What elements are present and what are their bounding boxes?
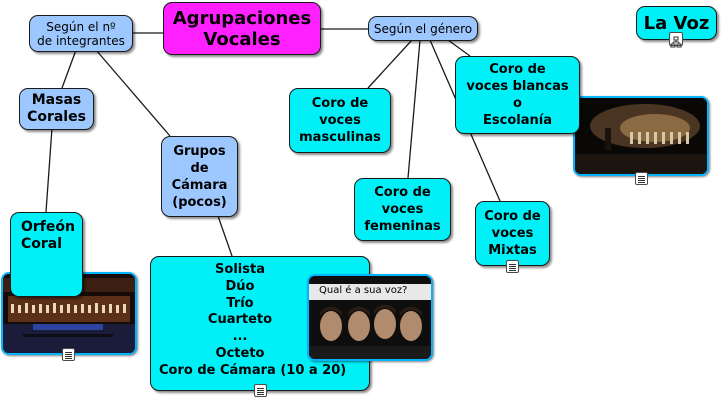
- size-octeto: Octeto: [215, 345, 265, 361]
- femeninas-node[interactable]: Coro de voces femeninas: [354, 178, 451, 241]
- concept-map-icon[interactable]: [669, 32, 683, 48]
- blancas-line1: Coro de: [489, 62, 546, 77]
- link-grupos-solistas: [217, 215, 233, 257]
- segun-genero-label: Según el género: [373, 21, 473, 36]
- masculinas-line1: Coro de: [311, 96, 369, 111]
- grupos-line3: Cámara: [171, 177, 228, 193]
- central-topic-line2: Vocales: [203, 28, 281, 50]
- size-cuarteto: Cuarteto: [207, 312, 273, 328]
- mixtas-line3: Mixtas: [488, 243, 537, 258]
- femeninas-line2: voces: [381, 202, 424, 217]
- central-topic-line1: Agrupaciones: [172, 7, 312, 29]
- resource-icon[interactable]: [635, 172, 648, 185]
- voces-blancas-node[interactable]: Coro de voces blancas o Escolanía: [455, 56, 580, 134]
- masas-line1: Masas: [31, 92, 82, 108]
- link-integrantes-grupos: [95, 49, 171, 137]
- video-thumbnail[interactable]: Qual é a sua voz?: [307, 274, 433, 361]
- link-genero-blancas: [447, 39, 471, 57]
- grupos-line1: Grupos: [173, 143, 226, 159]
- blancas-line3: o: [513, 96, 522, 111]
- central-topic-node[interactable]: Agrupaciones Vocales: [163, 2, 321, 55]
- masculinas-line2: voces: [319, 113, 361, 128]
- mixtas-node[interactable]: Coro de voces Mixtas: [475, 201, 550, 266]
- orfeon-line1: Orfeón: [21, 219, 75, 235]
- link-genero-masculinas: [367, 39, 413, 89]
- femeninas-line3: femeninas: [364, 219, 441, 234]
- masas-line2: Corales: [27, 109, 86, 125]
- segun-integrantes-node[interactable]: Según el nº de integrantes: [29, 15, 133, 52]
- mixtas-line2: voces: [491, 226, 534, 241]
- grupos-camara-node[interactable]: Grupos de Cámara (pocos): [161, 136, 238, 217]
- link-integrantes-masas: [61, 49, 77, 89]
- link-masas-orfeon: [45, 127, 53, 213]
- resource-icon[interactable]: [254, 384, 267, 397]
- escolania-image[interactable]: [573, 96, 709, 176]
- femeninas-line1: Coro de: [374, 185, 431, 200]
- choir-stage-picture: [575, 98, 707, 174]
- size-duo: Dúo: [225, 278, 255, 294]
- size-solista: Solista: [215, 262, 265, 277]
- blancas-line2: voces blancas: [466, 79, 569, 94]
- concept-map-icon-glyph: [670, 36, 682, 48]
- grupos-line4: (pocos): [172, 194, 227, 210]
- masculinas-line3: masculinas: [299, 130, 381, 145]
- mixtas-line1: Coro de: [484, 209, 541, 224]
- blancas-line4: Escolanía: [483, 113, 552, 128]
- orfeon-coral-node[interactable]: Orfeón Coral: [10, 212, 83, 297]
- size-ellipsis: ...: [232, 329, 248, 345]
- size-trio: Trío: [226, 295, 254, 311]
- masculinas-node[interactable]: Coro de voces masculinas: [289, 88, 391, 153]
- four-faces-picture: [309, 276, 431, 359]
- segun-integrantes-line2: de integrantes: [37, 33, 125, 48]
- resource-icon[interactable]: [506, 260, 519, 273]
- masas-corales-node[interactable]: Masas Corales: [19, 88, 94, 130]
- la-voz-label: La Voz: [643, 12, 710, 34]
- resource-icon[interactable]: [62, 348, 75, 361]
- segun-integrantes-line1: Según el nº: [46, 19, 116, 34]
- grupos-line2: de: [190, 160, 209, 176]
- size-coro-camara: Coro de Cámara (10 a 20): [159, 362, 347, 378]
- video-caption: Qual é a sua voz?: [319, 285, 408, 296]
- orfeon-line2: Coral: [21, 236, 63, 252]
- segun-genero-node[interactable]: Según el género: [368, 16, 478, 41]
- link-genero-femeninas: [407, 39, 421, 179]
